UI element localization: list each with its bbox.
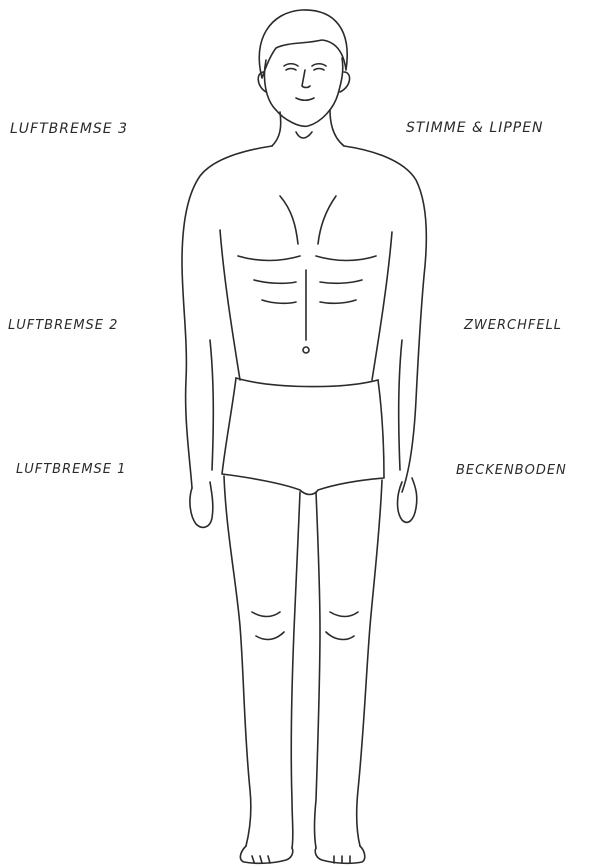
label-luftbremse-3: LUFTBREMSE 3 xyxy=(10,121,128,137)
label-zwerchfell: ZWERCHFELL xyxy=(464,318,562,333)
right-leg-outer xyxy=(357,480,382,846)
right-hand xyxy=(398,478,417,522)
left-foot xyxy=(240,846,292,863)
torso-right xyxy=(344,146,426,492)
hair xyxy=(259,10,347,78)
head xyxy=(264,58,342,126)
right-foot xyxy=(315,846,365,863)
label-stimme-lippen: STIMME & LIPPEN xyxy=(406,120,544,136)
shorts xyxy=(222,378,384,495)
shorts-waistband xyxy=(236,378,378,387)
left-leg-outer xyxy=(224,476,251,846)
label-beckenboden: BECKENBODEN xyxy=(456,463,567,478)
left-leg-inner xyxy=(291,492,300,848)
label-luftbremse-1: LUFTBREMSE 1 xyxy=(16,462,126,477)
label-luftbremse-2: LUFTBREMSE 2 xyxy=(8,318,118,333)
left-hand xyxy=(190,482,213,527)
right-leg-inner xyxy=(315,492,321,848)
